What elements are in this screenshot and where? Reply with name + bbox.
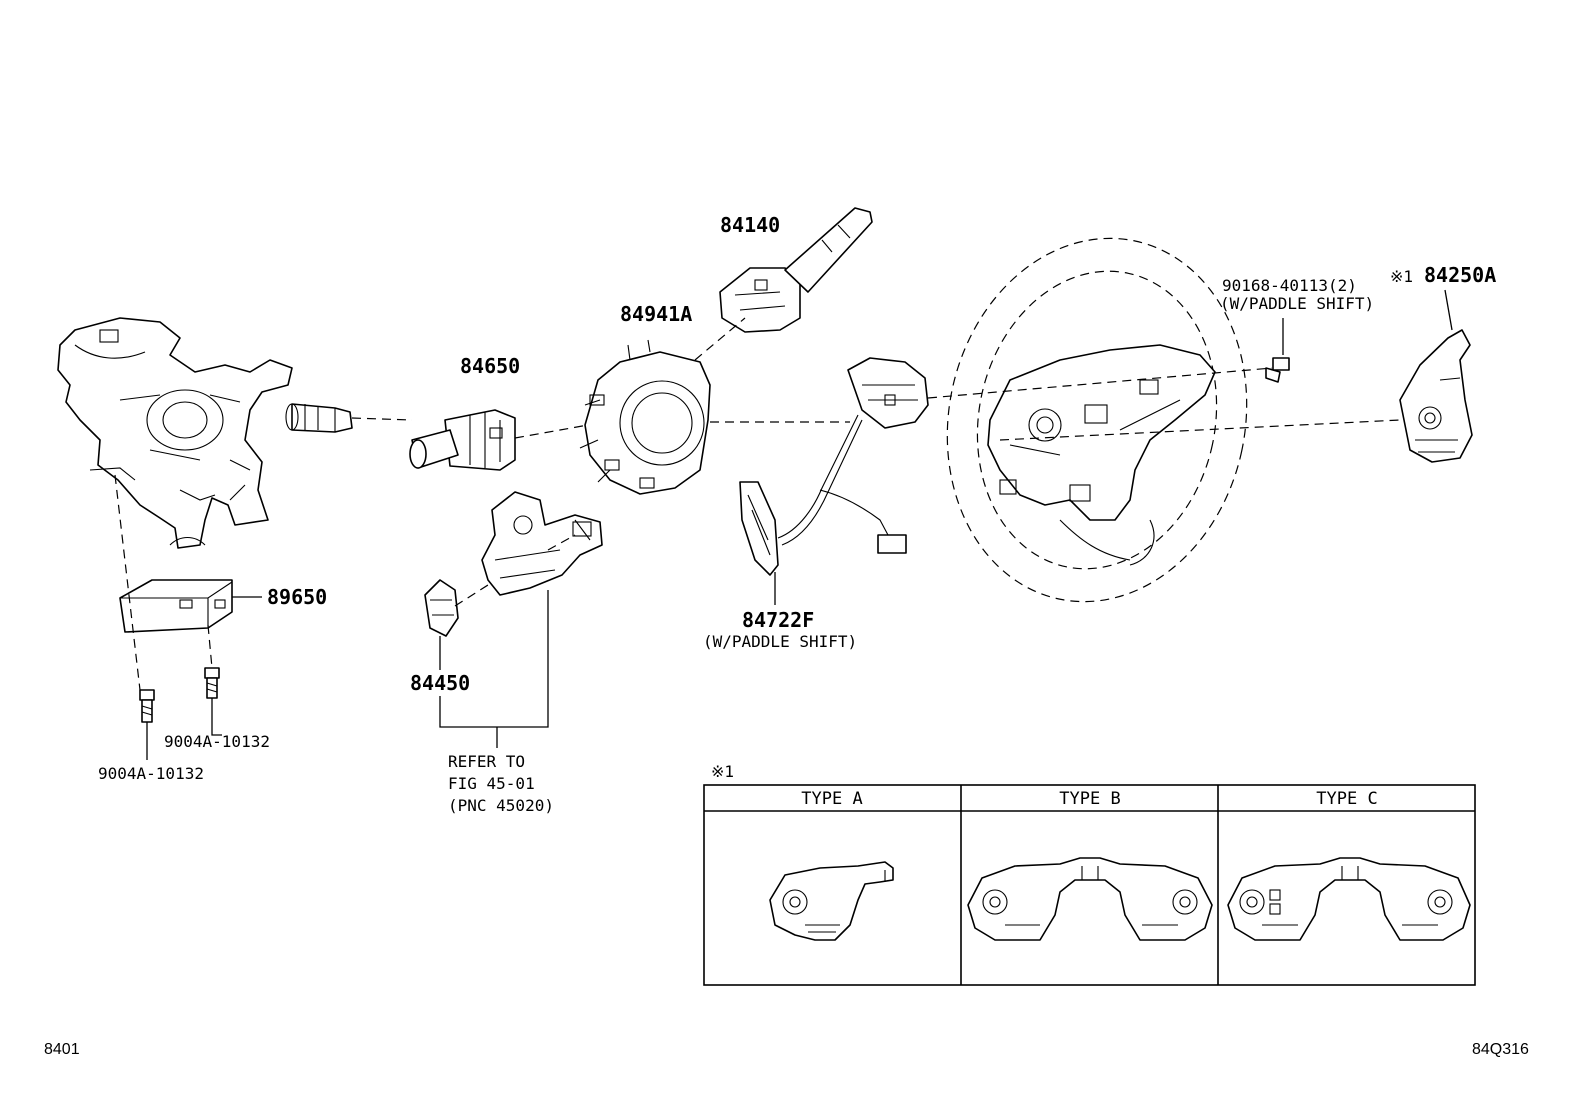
key-cylinder-illustration bbox=[285, 403, 353, 433]
refer-line-1: REFER TO bbox=[448, 752, 525, 771]
steering-column-illustration bbox=[57, 317, 293, 549]
label-84250A-mark: ※1 bbox=[1390, 267, 1413, 286]
label-90168: 90168-40113(2) bbox=[1222, 276, 1357, 295]
label-84941A: 84941A bbox=[620, 302, 692, 326]
label-84250A: 84250A bbox=[1424, 263, 1496, 287]
footer-left-code: 8401 bbox=[44, 1041, 80, 1058]
types-table-mark: ※1 bbox=[711, 762, 734, 781]
label-84450: 84450 bbox=[410, 671, 470, 695]
footer-right-code: 84Q316 bbox=[1472, 1041, 1529, 1058]
label-84140: 84140 bbox=[720, 213, 780, 237]
label-84722F-note: (W/PADDLE SHIFT) bbox=[703, 632, 857, 651]
part-84941A-illustration bbox=[579, 339, 711, 495]
types-table bbox=[703, 784, 1476, 986]
label-89650: 89650 bbox=[267, 585, 327, 609]
ignition-switch-illustration bbox=[481, 491, 603, 596]
refer-line-2: FIG 45-01 bbox=[448, 774, 535, 793]
type-c-header: TYPE C bbox=[1316, 789, 1377, 809]
part-89650-illustration bbox=[119, 579, 233, 633]
label-bolt-a: 9004A-10132 bbox=[164, 732, 270, 751]
label-84722F: 84722F bbox=[742, 608, 814, 632]
leader-lines bbox=[146, 289, 1453, 760]
part-84250A-illustration bbox=[1399, 329, 1473, 463]
bolt-a-illustration bbox=[204, 667, 220, 699]
steering-wheel-illustration bbox=[946, 237, 1248, 603]
assembly-lines bbox=[114, 317, 1401, 691]
bolt-b-illustration bbox=[139, 689, 155, 723]
bolt-90168-illustration bbox=[1265, 357, 1290, 383]
type-a-header: TYPE A bbox=[801, 789, 862, 809]
part-84450-illustration bbox=[424, 579, 459, 637]
refer-line-3: (PNC 45020) bbox=[448, 796, 554, 815]
type-a-switch-illustration bbox=[769, 861, 894, 941]
part-84722F-illustration bbox=[739, 357, 929, 576]
type-c-switch-illustration bbox=[1227, 857, 1471, 941]
type-b-header: TYPE B bbox=[1059, 789, 1120, 809]
label-84650: 84650 bbox=[460, 354, 520, 378]
type-b-switch-illustration bbox=[967, 857, 1213, 941]
label-bolt-b: 9004A-10132 bbox=[98, 764, 204, 783]
label-90168-note: (W/PADDLE SHIFT) bbox=[1220, 294, 1374, 313]
part-84140-illustration bbox=[719, 207, 873, 333]
part-84650-illustration bbox=[409, 409, 516, 471]
